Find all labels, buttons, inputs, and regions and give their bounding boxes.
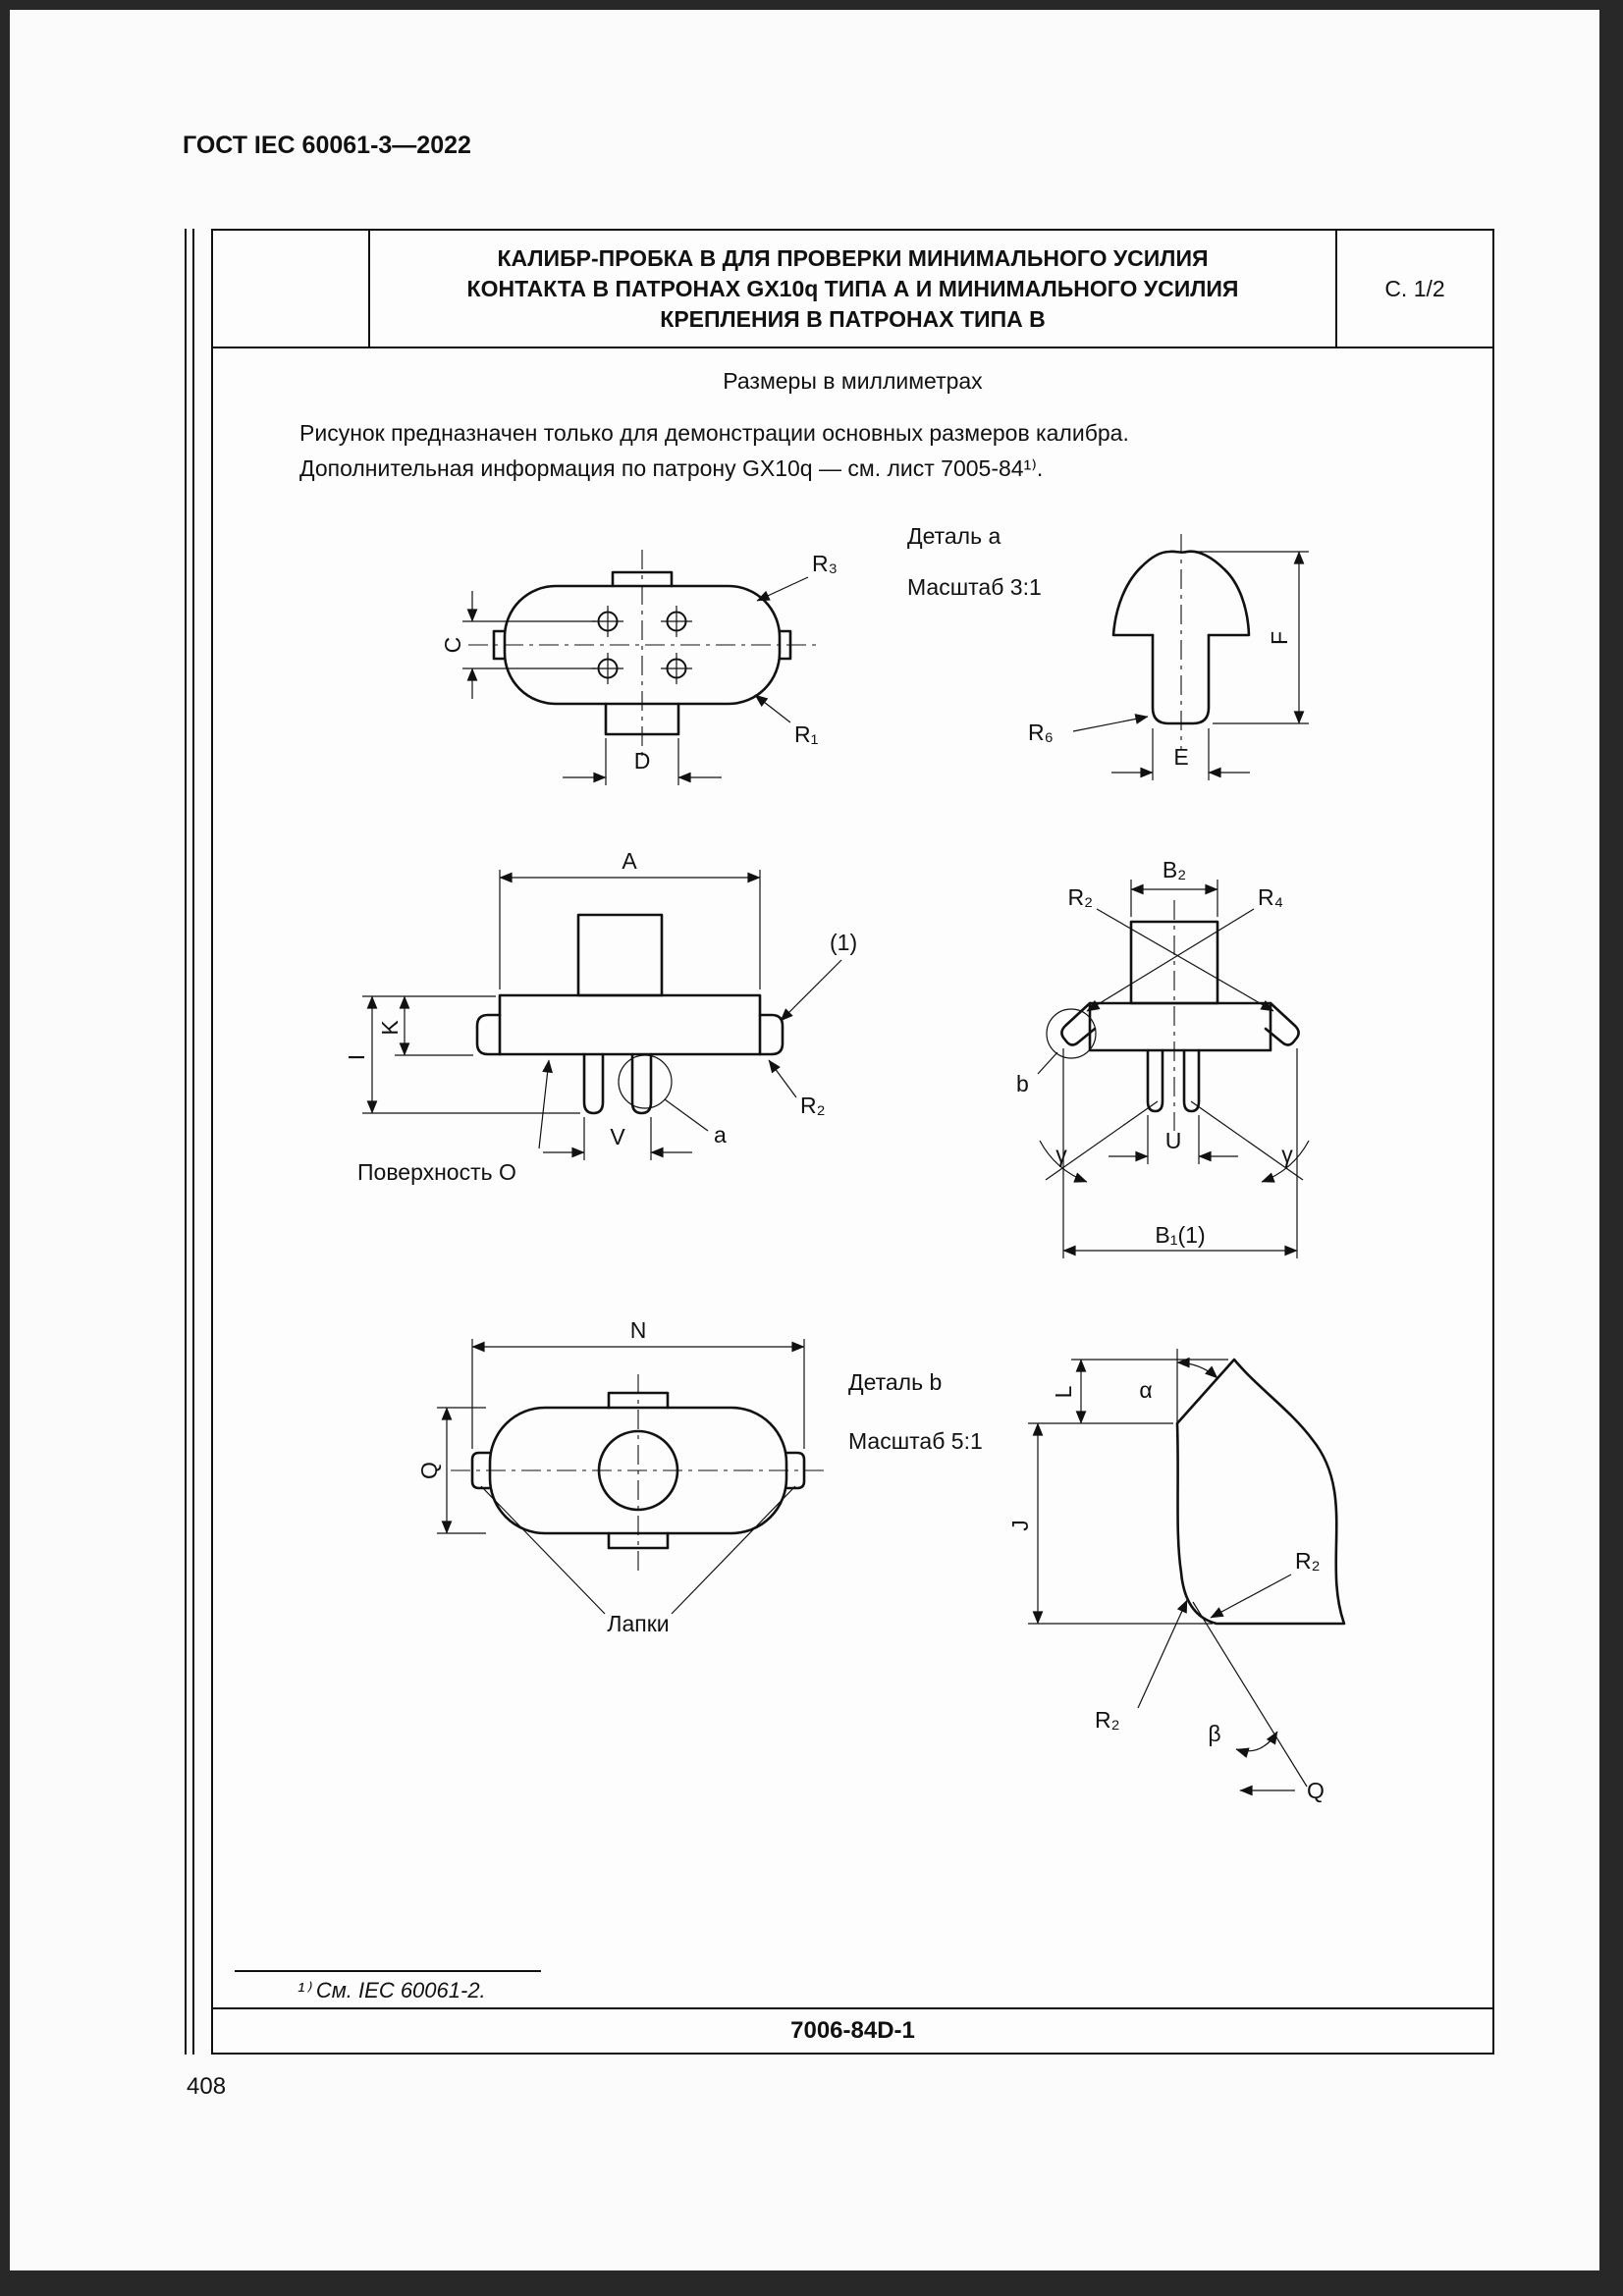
dim-label-r3: R₃ [812, 551, 838, 576]
detail-a-ref: a [714, 1122, 727, 1148]
footnote-text: ¹⁾ См. IEC 60061-2. [298, 1978, 486, 2002]
dim-label-f: F [1267, 631, 1292, 645]
sheet-title-line-1: КАЛИБР-ПРОБКА В ДЛЯ ПРОВЕРКИ МИНИМАЛЬНОГ… [497, 244, 1209, 271]
view-cap-plan-pins: C D R₃ R₁ [440, 550, 838, 785]
view-gauge-end: B₂ R₂ R₄ b γ γ U B₁(1) [1016, 857, 1310, 1258]
technical-drawings: C D R₃ R₁ Деталь a Масштаб 3:1 F [344, 523, 1346, 1803]
view-detail-b: Деталь b Масштаб 5:1 α L J R₂ R₂ β Q [848, 1349, 1346, 1803]
page-number: 408 [187, 2073, 227, 2100]
dim-label-u: U [1165, 1128, 1182, 1153]
dim-label-a: A [622, 848, 637, 874]
standard-number: ГОСТ IEC 60061-3—2022 [183, 132, 471, 159]
dim-label-q: Q [416, 1462, 442, 1479]
tabs-label: Лапки [607, 1611, 669, 1636]
dim-label-n: N [630, 1317, 647, 1343]
dim-label-c: C [440, 637, 465, 654]
detail-b-marker-circle [1046, 1008, 1097, 1059]
dim-label-r6: R₆ [1028, 720, 1054, 745]
sheet-title: КАЛИБР-ПРОБКА В ДЛЯ ПРОВЕРКИ МИНИМАЛЬНОГ… [370, 231, 1335, 347]
dim-label-k: K [377, 1020, 403, 1036]
angle-beta: β [1208, 1721, 1220, 1746]
dim-label-l: L [1051, 1385, 1076, 1398]
angle-gamma-right: γ [1281, 1142, 1293, 1167]
footnote-rule [235, 1970, 541, 1972]
scan-edge-left [0, 0, 10, 2296]
dim-label-r4: R₄ [1258, 884, 1283, 910]
title-block-empty-cell [213, 231, 370, 347]
dim-label-q-detail: Q [1307, 1778, 1325, 1803]
dim-label-v: V [610, 1124, 625, 1149]
dim-label-b2: B₂ [1163, 857, 1186, 882]
figure-note-line-2: Дополнительная информация по патрону GX1… [299, 455, 1044, 481]
scan-edge-right [1599, 0, 1623, 2296]
dim-label-r2-front: R₂ [800, 1093, 826, 1118]
dim-label-b1: B₁(1) [1155, 1222, 1205, 1248]
angle-alpha: α [1139, 1377, 1152, 1403]
dim-label-r2-upper: R₂ [1295, 1548, 1321, 1574]
dim-label-d: D [634, 748, 651, 774]
surface-o-label: Поверхность О [357, 1159, 516, 1185]
dim-label-e: E [1173, 744, 1188, 770]
scan-edge-top [0, 0, 1623, 10]
view-detail-a: Деталь a Масштаб 3:1 F E R₆ [907, 523, 1309, 780]
figure-note: Рисунок предназначен только для демонстр… [299, 415, 1129, 486]
sheet-title-line-3: КРЕПЛЕНИЯ В ПАТРОНАХ ТИПА В [660, 305, 1046, 332]
contact-pins [592, 606, 692, 684]
figure-note-line-1: Рисунок предназначен только для демонстр… [299, 420, 1129, 446]
dim-label-r2-lower: R₂ [1095, 1707, 1120, 1733]
detail-b-scale: Масштаб 5:1 [848, 1428, 983, 1454]
units-note: Размеры в миллиметрах [723, 368, 983, 394]
detail-a-scale: Масштаб 3:1 [907, 574, 1042, 600]
dim-label-i: I [344, 1054, 369, 1060]
angle-gamma-left: γ [1055, 1142, 1067, 1167]
detail-b-caption: Деталь b [848, 1369, 942, 1395]
detail-b-ref: b [1016, 1071, 1029, 1096]
dim-label-r2-end: R₂ [1067, 884, 1093, 910]
title-block: КАЛИБР-ПРОБКА В ДЛЯ ПРОВЕРКИ МИНИМАЛЬНОГ… [213, 231, 1492, 348]
dim-label-j: J [1007, 1520, 1033, 1531]
detail-a-caption: Деталь a [907, 523, 1001, 549]
note-ref-1: (1) [830, 930, 857, 955]
binding-lines [185, 229, 194, 2055]
sheet-number: С. 1/2 [1335, 231, 1492, 347]
dim-label-r1: R₁ [794, 721, 819, 747]
sheet-title-line-2: КОНТАКТА В ПАТРОНАХ GX10q ТИПА А И МИНИМ… [466, 275, 1239, 301]
view-cap-plan-circle: N Q Лапки [416, 1317, 826, 1636]
sheet-frame: КАЛИБР-ПРОБКА В ДЛЯ ПРОВЕРКИ МИНИМАЛЬНОГ… [211, 229, 1494, 2055]
scan-edge-bottom [0, 2270, 1623, 2296]
drawing-number: 7006-84D-1 [213, 2007, 1492, 2053]
detail-a-marker-circle [618, 1054, 673, 1109]
view-gauge-front: a A I K V R₂ (1) Поверхность О [344, 848, 857, 1185]
